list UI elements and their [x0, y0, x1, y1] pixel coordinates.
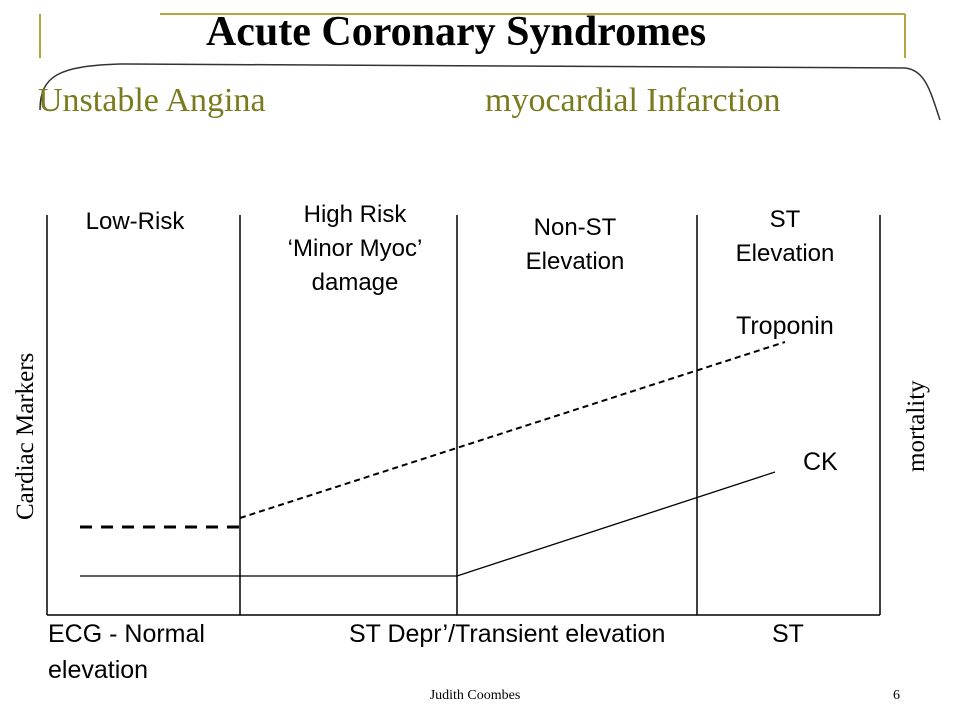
footer-author: Judith Coombes: [429, 688, 521, 703]
troponin-label: Troponin: [736, 312, 834, 340]
footer-page-number: 6: [893, 688, 900, 703]
frame-swoosh: [39, 63, 941, 121]
ecg-st-depr-label: ST Depr’/Transient elevation: [349, 620, 666, 648]
ecg-elevation-label: elevation: [48, 656, 149, 684]
category-low-risk: Low-Risk: [85, 208, 185, 235]
cardiac-markers-label: Cardiac Markers: [12, 352, 39, 520]
slide-title: Acute Coronary Syndromes: [205, 9, 707, 55]
subtitle-myocardial-infarction: myocardial Infarction: [485, 82, 781, 119]
mortality-label: mortality: [903, 380, 930, 472]
ck-label: CK: [803, 448, 838, 476]
subtitle-unstable-angina: Unstable Angina: [38, 82, 266, 119]
troponin-curve: [239, 341, 786, 519]
ecg-normal-label: ECG - Normal: [48, 620, 205, 648]
category-high-risk: High Risk ‘Minor Myoc’ damage: [287, 201, 423, 296]
category-st-elevation: ST Elevation: [735, 206, 835, 267]
ck-curve: [80, 471, 776, 577]
category-non-st-elevation: Non-ST Elevation: [525, 214, 625, 275]
ecg-st-label: ST: [772, 620, 804, 648]
